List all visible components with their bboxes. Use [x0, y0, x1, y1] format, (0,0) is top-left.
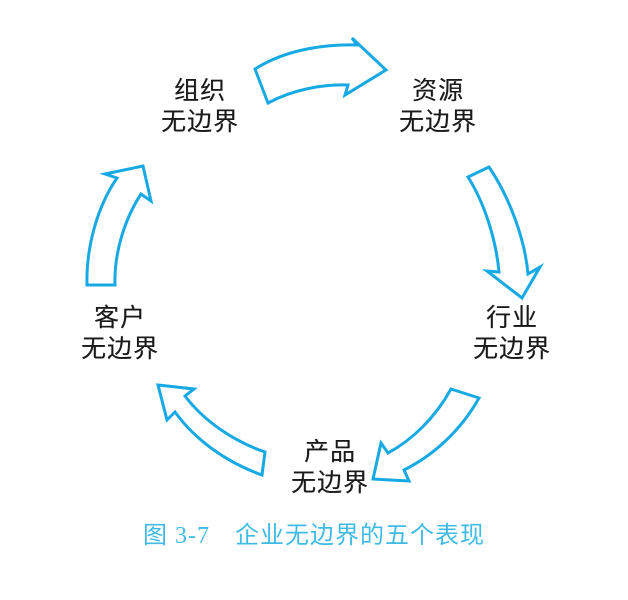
node-label-product: 产品 无边界 [270, 437, 390, 499]
arrow-industry-to-product [371, 387, 482, 483]
node-label-organization-line1: 组织 [173, 78, 226, 105]
node-label-customer: 客户 无边界 [60, 303, 180, 365]
arrow-organization-to-resource [253, 36, 389, 106]
node-label-industry: 行业 无边界 [452, 303, 572, 365]
node-label-product-line2: 无边界 [290, 470, 369, 497]
node-label-organization-line2: 无边界 [160, 109, 239, 136]
node-label-organization: 组织 无边界 [140, 76, 260, 138]
figure-caption: 图 3-7 企业无边界的五个表现 [143, 523, 485, 549]
node-label-industry-line2: 无边界 [472, 336, 551, 363]
arrow-customer-to-organization [85, 164, 154, 287]
node-label-product-line1: 产品 [303, 439, 356, 466]
node-label-resource: 资源 无边界 [378, 76, 498, 138]
node-label-customer-line1: 客户 [93, 305, 146, 332]
arrow-resource-to-industry [465, 165, 545, 301]
node-label-resource-line1: 资源 [411, 78, 464, 105]
node-label-resource-line2: 无边界 [398, 109, 477, 136]
arrow-product-to-customer [156, 383, 267, 478]
node-label-industry-line1: 行业 [485, 305, 538, 332]
node-label-customer-line2: 无边界 [80, 336, 159, 363]
